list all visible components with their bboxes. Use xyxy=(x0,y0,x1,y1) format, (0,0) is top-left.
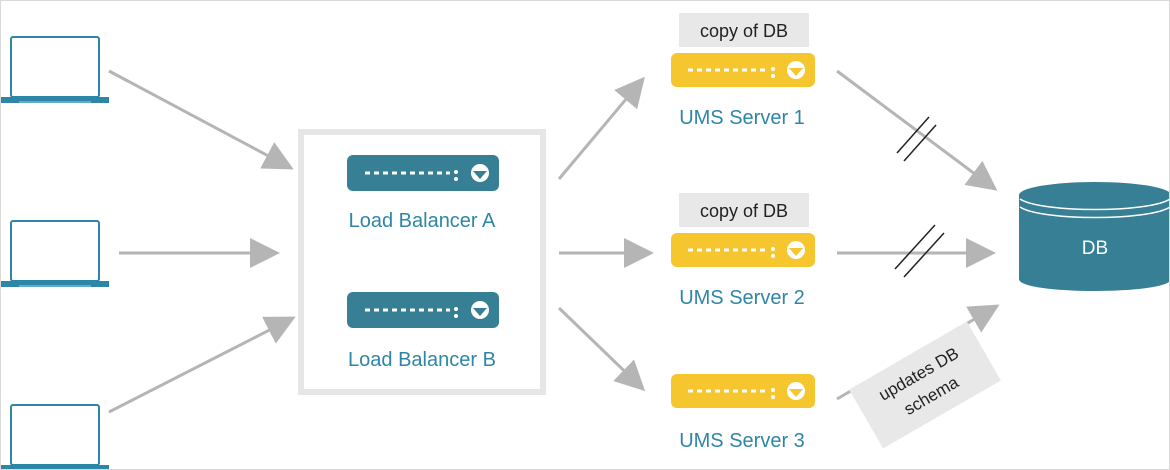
load-balancer-a-icon xyxy=(347,155,499,191)
ums-server-2: copy of DB UMS Server 2 xyxy=(671,193,815,309)
load-balancer-a-label: Load Balancer A xyxy=(349,210,496,232)
ums-server-1: copy of DB UMS Server 1 xyxy=(671,13,815,129)
client-laptop-middle xyxy=(1,220,109,287)
ums-server-2-label: UMS Server 2 xyxy=(679,287,805,309)
schema-update-tag: updates DB schema xyxy=(849,321,1001,449)
ums-server-1-icon xyxy=(671,53,815,87)
database: DB xyxy=(1019,182,1169,291)
ums-server-2-copy-label: copy of DB xyxy=(700,201,788,221)
client-laptop-bottom xyxy=(1,404,109,469)
ums-server-2-copy-tag xyxy=(679,193,809,227)
server-arrows xyxy=(557,76,654,392)
ums-server-3: UMS Server 3 xyxy=(671,374,815,452)
load-balancer-group: Load Balancer A Load Balancer B xyxy=(298,129,546,395)
load-balancer-b: Load Balancer B xyxy=(347,292,499,371)
client-arrows xyxy=(108,69,296,414)
ums-server-1-label: UMS Server 1 xyxy=(679,107,805,129)
load-balancer-b-label: Load Balancer B xyxy=(348,349,496,371)
ums-server-1-copy-label: copy of DB xyxy=(700,21,788,41)
ums-server-3-label: UMS Server 3 xyxy=(679,430,805,452)
ums-server-2-icon xyxy=(671,233,815,267)
load-balancer-a: Load Balancer A xyxy=(347,155,499,232)
ums-server-1-copy-tag xyxy=(679,13,809,47)
client-laptop-top xyxy=(1,36,109,103)
database-label: DB xyxy=(1082,238,1108,259)
load-balancer-b-icon xyxy=(347,292,499,328)
blocked-connection-marks xyxy=(894,116,945,278)
ums-server-3-icon xyxy=(671,374,815,408)
